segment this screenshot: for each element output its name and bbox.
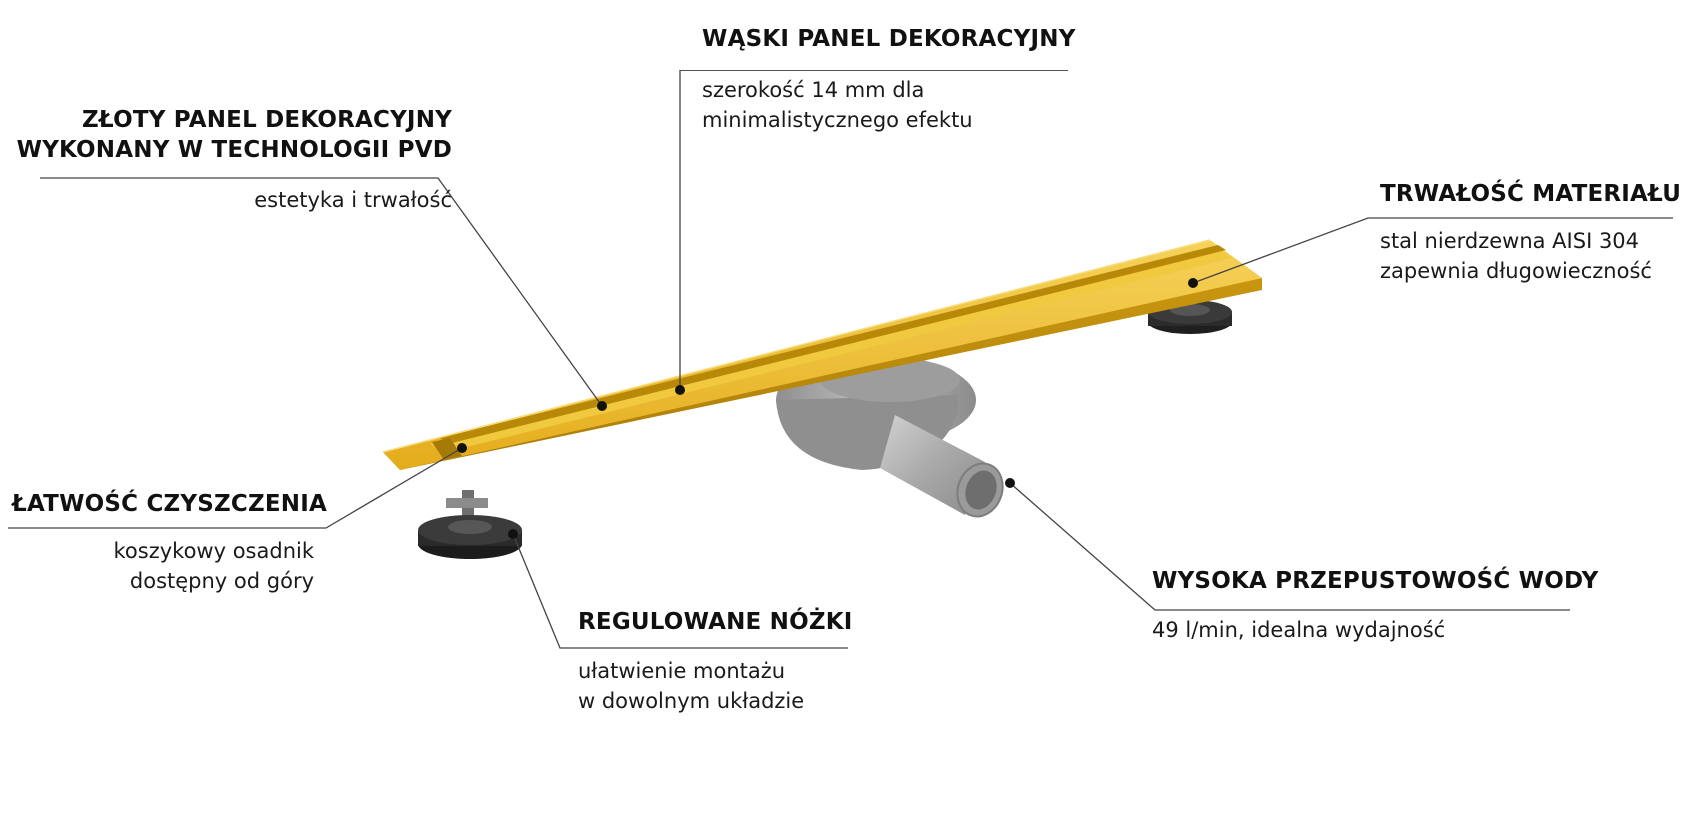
divider: [680, 70, 1068, 71]
callout-desc: koszykowy osadnik: [113, 539, 314, 563]
leader-flow: [1009, 482, 1570, 611]
callout-title: WYKONANY W TECHNOLOGII PVD: [16, 137, 452, 163]
callout-cleaning-desc: koszykowy osadnik dostępny od góry: [114, 536, 314, 596]
callout-desc: ułatwienie montażu: [578, 659, 786, 683]
callout-title: WYSOKA PRZEPUSTOWOŚĆ WODY: [1152, 568, 1599, 594]
callout-desc: dostępny od góry: [129, 569, 314, 593]
dot-cleaning: [457, 443, 467, 453]
callout-desc: zapewnia długowieczność: [1380, 259, 1652, 283]
callout-feet: REGULOWANE NÓŻKI: [578, 607, 853, 637]
callout-title: ŁATWOŚĆ CZYSZCZENIA: [12, 491, 327, 517]
callout-title: WĄSKI PANEL DEKORACYJNY: [702, 26, 1076, 52]
callout-gold-panel-desc: estetyka i trwałość: [254, 185, 452, 215]
leader-lines: [8, 70, 1673, 649]
callout-desc: szerokość 14 mm dla: [702, 78, 925, 102]
callout-narrow-panel: WĄSKI PANEL DEKORACYJNY: [702, 24, 1076, 54]
dot-feet: [508, 529, 518, 539]
callout-feet-desc: ułatwienie montażu w dowolnym układzie: [578, 656, 804, 716]
callout-durability-desc: stal nierdzewna AISI 304 zapewnia długow…: [1380, 226, 1652, 286]
dot-durability: [1188, 278, 1198, 288]
leader-feet: [512, 533, 848, 649]
outlet-pipe: [880, 415, 1004, 518]
callout-desc: minimalistycznego efektu: [702, 108, 973, 132]
callout-title: REGULOWANE NÓŻKI: [578, 609, 853, 635]
callout-desc: estetyka i trwałość: [254, 188, 452, 212]
callout-title: TRWAŁOŚĆ MATERIAŁU: [1380, 181, 1682, 207]
callout-title: ZŁOTY PANEL DEKORACYJNY: [82, 107, 452, 133]
gold-channel: [382, 239, 1262, 470]
callout-durability: TRWAŁOŚĆ MATERIAŁU: [1380, 179, 1681, 209]
leader-cleaning: [8, 447, 463, 529]
callout-flow-desc: 49 l/min, idealna wydajność: [1152, 615, 1445, 645]
callout-cleaning: ŁATWOŚĆ CZYSZCZENIA: [12, 489, 327, 519]
dot-gold-panel: [597, 401, 607, 411]
callout-flow: WYSOKA PRZEPUSTOWOŚĆ WODY: [1152, 566, 1598, 596]
dot-narrow-panel: [675, 385, 685, 395]
left-adjustable-foot: [418, 490, 522, 559]
leader-durability: [1192, 217, 1673, 284]
leader-dots: [457, 278, 1198, 539]
dot-flow: [1005, 478, 1015, 488]
callout-narrow-panel-desc: szerokość 14 mm dla minimalistycznego ef…: [702, 75, 973, 135]
leader-gold-panel: [40, 177, 603, 407]
callout-desc: stal nierdzewna AISI 304: [1380, 229, 1640, 253]
callout-desc: w dowolnym układzie: [578, 689, 805, 713]
callout-desc: 49 l/min, idealna wydajność: [1152, 618, 1446, 642]
callout-gold-panel: ZŁOTY PANEL DEKORACYJNY WYKONANY W TECHN…: [17, 105, 452, 165]
